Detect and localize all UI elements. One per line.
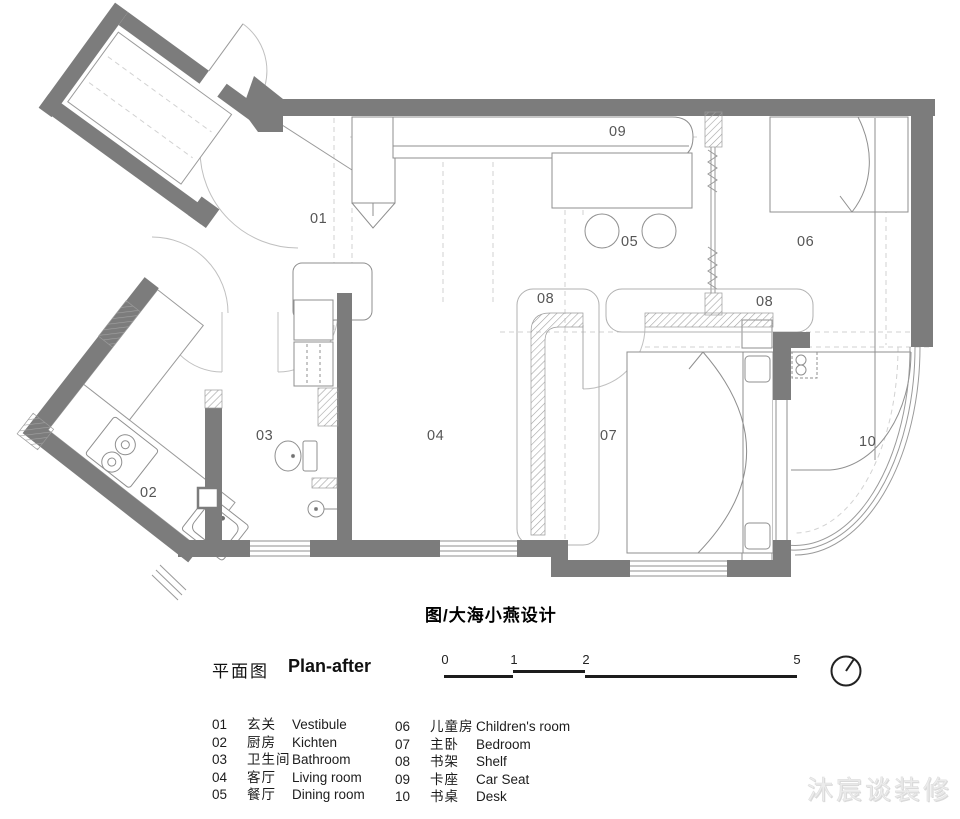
scale-segment [585, 675, 797, 678]
bath-and-hall-fixtures [274, 262, 373, 518]
washbasin-icon [293, 299, 334, 341]
watermark: 沐宸谈装修 [806, 775, 952, 806]
banquette-seat [392, 116, 694, 159]
toilet-tank [302, 440, 318, 472]
room-label-10: 10 [859, 434, 876, 450]
toilet-icon [274, 440, 302, 472]
room-label-03: 03 [256, 428, 273, 444]
dining-chair [641, 213, 677, 249]
scale-segment [444, 675, 513, 678]
room-label-06: 06 [797, 234, 814, 250]
entry-wardrobe [351, 116, 396, 204]
scale-segment [513, 670, 585, 673]
scale-tick-1: 1 [510, 652, 518, 667]
floor-plan-drawing: 01 02 03 04 05 06 07 08 08 09 10 [16, 2, 935, 601]
scale-tick-5: 5 [793, 652, 801, 667]
bath-cabinet [293, 341, 334, 387]
scale-bar: 0 1 2 5 [440, 652, 820, 682]
room-label-01: 01 [310, 211, 327, 227]
master-bed [626, 351, 774, 554]
plan-caption: 图/大海小燕设计 [425, 606, 557, 625]
room-label-08a: 08 [537, 291, 554, 307]
furniture [351, 116, 912, 576]
kids-bed [769, 116, 909, 213]
footer-title-zh: 平面图 [212, 662, 269, 681]
windows [196, 400, 791, 577]
room-label-07: 07 [600, 428, 617, 444]
room-label-08b: 08 [756, 294, 773, 310]
wall-niche [196, 486, 220, 510]
dining-table [551, 152, 693, 209]
scale-tick-0: 0 [441, 652, 449, 667]
room-label-05: 05 [621, 234, 638, 250]
kitchen-window [151, 564, 187, 601]
sliding-partition [707, 147, 718, 293]
hatched-elements [204, 111, 774, 536]
footer-title-en: Plan-after [288, 656, 372, 676]
bookshelf-top [644, 312, 774, 328]
kitchen [16, 277, 249, 563]
room-label-09: 09 [609, 124, 626, 140]
room-label-04: 04 [427, 428, 444, 444]
bay-window [786, 346, 921, 556]
dining-chair [584, 213, 620, 249]
scale-tick-2: 2 [582, 652, 590, 667]
room-labels: 01 02 03 04 05 06 07 08 08 09 10 [140, 124, 876, 501]
room-label-02: 02 [140, 485, 157, 501]
bookshelf-left [530, 312, 584, 536]
north-compass-icon [830, 655, 862, 687]
